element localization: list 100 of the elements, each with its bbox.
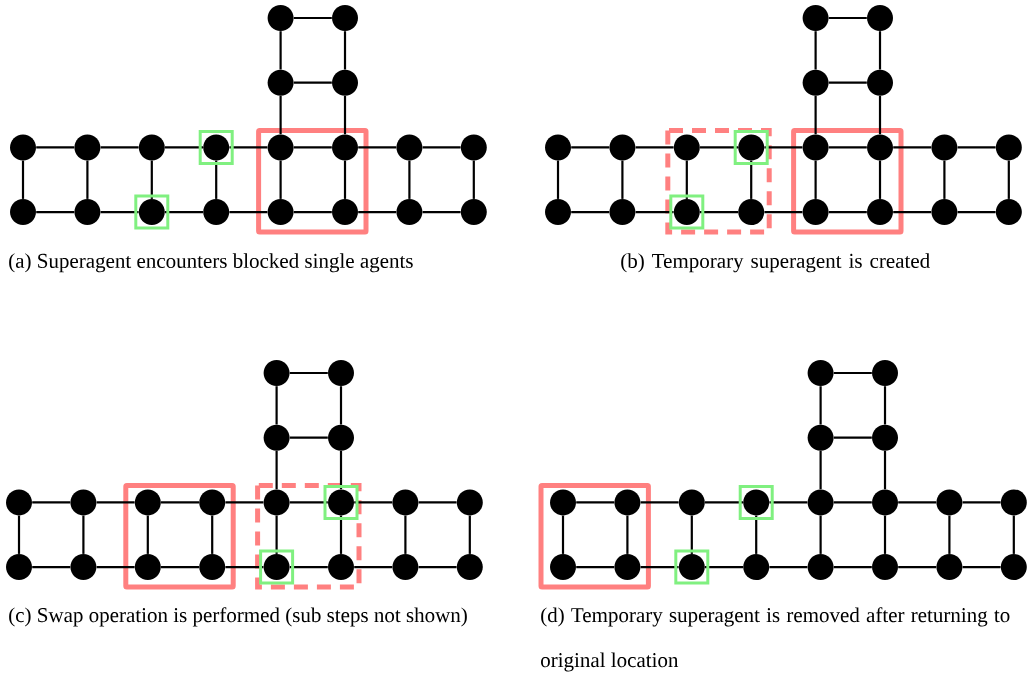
- graph-edge: [962, 566, 1001, 569]
- graph-edge: [769, 566, 808, 569]
- vertex-dot: [74, 134, 101, 161]
- vertex-dot: [74, 199, 101, 226]
- graph-edge: [21, 160, 25, 199]
- vertex-dot: [392, 489, 419, 516]
- graph-edge: [883, 515, 887, 554]
- caption-text: (c) Swap operation is performed (sub steps not shown): [9, 607, 467, 627]
- graph-edge: [17, 515, 21, 554]
- vertex-dot: [609, 134, 636, 161]
- vertex-dot: [267, 5, 294, 31]
- graph-edge: [279, 95, 282, 135]
- caption-text: (d) Temporary superagent is removed after returning to original location: [541, 607, 1010, 672]
- graph-edge: [700, 146, 738, 149]
- graph-edge: [229, 146, 268, 149]
- vertex-dot: [802, 134, 829, 161]
- graph-edge: [571, 146, 610, 149]
- vertex-dot: [460, 134, 487, 161]
- graph-edge: [957, 146, 996, 149]
- vertex-dot: [872, 489, 898, 516]
- graph-edge: [556, 160, 560, 199]
- caption-text: (b) Temporary superagent is created: [621, 253, 930, 273]
- graph-edge: [96, 501, 135, 504]
- vertex-dot: [807, 489, 834, 516]
- graph-edge: [828, 16, 867, 20]
- graph-edge: [948, 515, 951, 554]
- vertex-dot: [995, 134, 1022, 161]
- vertex-dot: [807, 360, 834, 386]
- vertex-dot: [456, 554, 483, 581]
- graph-edge: [883, 386, 887, 425]
- vertex-dot: [738, 199, 765, 226]
- vertex-dot: [614, 489, 641, 516]
- graph-edge: [165, 146, 203, 149]
- vertex-dot: [936, 489, 963, 516]
- graph-edge: [229, 211, 268, 214]
- graph-edge: [293, 16, 332, 20]
- vertex-dot: [203, 199, 230, 226]
- vertex-dot: [328, 554, 354, 581]
- graph-edge: [358, 146, 397, 149]
- vertex-dot: [802, 69, 829, 96]
- graph-edge: [289, 436, 328, 439]
- graph-edge: [82, 515, 85, 554]
- graph-edge: [819, 450, 822, 490]
- vertex-dot: [263, 424, 290, 451]
- graph-edge: [700, 211, 738, 214]
- graph-edge: [814, 31, 817, 70]
- graph-edge: [571, 211, 610, 214]
- graph-edge: [404, 515, 407, 554]
- graph-edge: [279, 31, 282, 70]
- vertex-dot: [550, 489, 576, 516]
- graph-edge: [819, 386, 822, 425]
- graph-edge: [690, 515, 693, 554]
- vertex-dot: [931, 199, 958, 226]
- graph-edge: [755, 515, 758, 554]
- vertex-dot: [267, 69, 294, 96]
- graph-edge: [289, 501, 328, 504]
- vertex-dot: [867, 199, 893, 226]
- graph-edge: [422, 211, 461, 214]
- graph-edge: [1007, 160, 1010, 199]
- vertex-dot: [10, 134, 36, 161]
- graph-edge: [764, 146, 803, 149]
- graph-edge: [764, 211, 803, 214]
- graph-edge: [339, 515, 343, 554]
- vertex-dot: [6, 489, 32, 516]
- graph-edge: [215, 160, 218, 199]
- graph-edge: [161, 501, 199, 504]
- graph-edge: [100, 146, 139, 149]
- graph-edge: [165, 211, 203, 214]
- graph-edge: [635, 211, 674, 214]
- graph-edge: [705, 566, 743, 569]
- graph-edge: [893, 211, 932, 214]
- graph-edge: [275, 515, 278, 554]
- graph-edge: [36, 146, 75, 149]
- graph-edge: [626, 515, 629, 554]
- vertex-dot: [743, 554, 770, 581]
- vertex-dot: [867, 5, 893, 31]
- vertex-dot: [872, 360, 898, 386]
- vertex-dot: [70, 489, 97, 516]
- vertex-dot: [70, 554, 97, 581]
- vertex-dot: [332, 5, 358, 31]
- vertex-dot: [1000, 489, 1027, 516]
- graph-edge: [275, 450, 278, 490]
- vertex-dot: [867, 69, 893, 96]
- vertex-dot: [138, 134, 165, 161]
- graph-edge: [705, 501, 743, 504]
- vertex-dot: [673, 134, 700, 161]
- vertex-dot: [614, 554, 641, 581]
- vertex-dot: [807, 424, 834, 451]
- graph-edge: [472, 160, 475, 199]
- graph-edge: [32, 566, 71, 569]
- graph-edge: [468, 515, 471, 554]
- vertex-dot: [550, 554, 576, 581]
- graph-edge: [96, 566, 135, 569]
- vertex-dot: [328, 424, 354, 451]
- graph-edge: [408, 160, 411, 199]
- graph-edge: [898, 501, 937, 504]
- vertex-dot: [332, 199, 358, 226]
- graph-edge: [293, 211, 332, 214]
- vertex-dot: [332, 69, 358, 96]
- vertex-dot: [872, 554, 898, 581]
